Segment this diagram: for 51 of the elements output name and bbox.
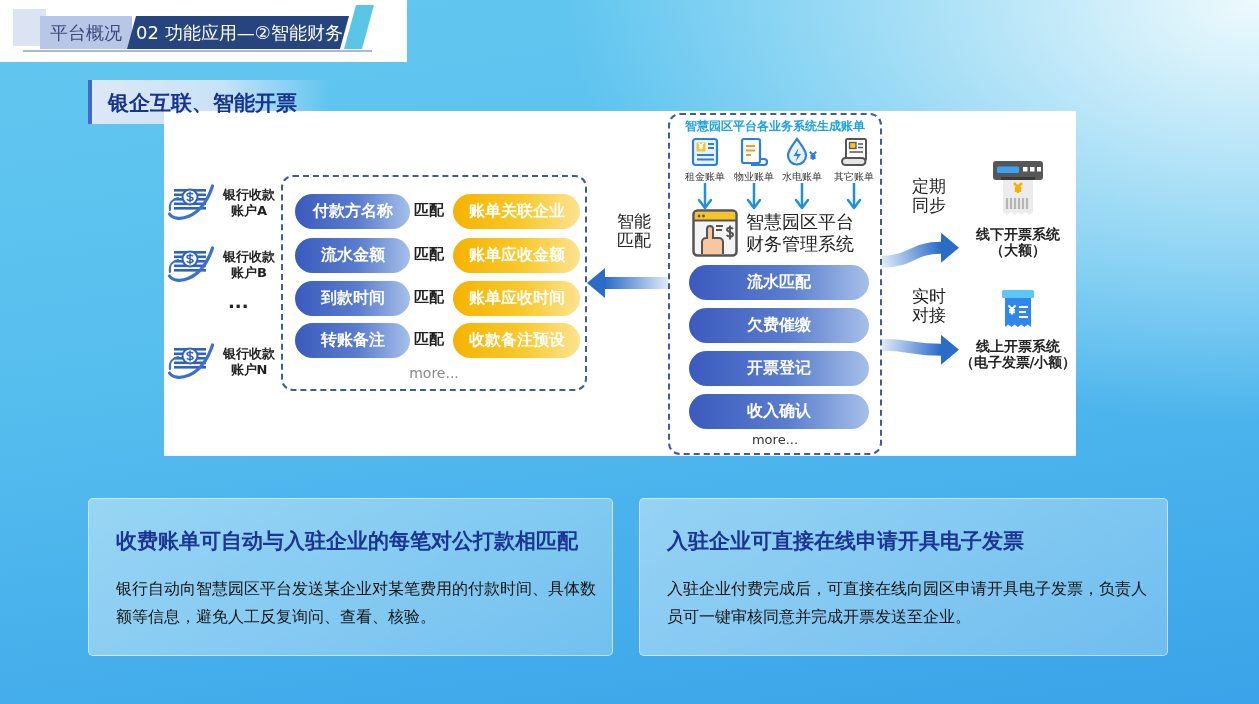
arrow	[881, 334, 959, 365]
card-body: 银行自动向智慧园区平台发送某企业对某笔费用的付款时间、具体数额等信息，避免人工反复询问、查看、核验。	[116, 578, 597, 628]
bill-label: 其它账单	[834, 171, 874, 183]
match-text: 匹配	[414, 200, 444, 220]
system-name: 线上开票系统（电子发票/小额）	[959, 338, 1077, 370]
arrow	[697, 183, 713, 210]
field-pill: 转账备注	[295, 323, 410, 358]
more-text: more...	[409, 365, 459, 381]
field-pill: 到款时间	[295, 281, 410, 316]
account-label: 银行收款账户N	[221, 346, 276, 378]
info-card	[639, 498, 1168, 656]
arrow	[846, 183, 862, 210]
function-pill: 开票登记	[689, 351, 869, 386]
ellipsis-text: ...	[228, 292, 249, 312]
header-tab: 平台概况	[40, 16, 132, 49]
function-pill: 欠费催缴	[689, 308, 869, 343]
arrow	[794, 183, 810, 210]
field-pill: 付款方名称	[295, 194, 410, 229]
function-pill: 流水匹配	[689, 265, 869, 300]
match-text: 匹配	[414, 287, 444, 307]
bill-label: 物业账单	[734, 171, 774, 183]
bill-label: 租金账单	[685, 171, 725, 183]
arrow	[746, 183, 762, 210]
more-text: more...	[751, 432, 799, 448]
bill-label: 水电账单	[782, 171, 822, 183]
edge-label: 智能匹配	[616, 212, 652, 250]
edge-label: 定期同步	[911, 177, 947, 215]
system-name: 智慧园区平台财务管理系统	[746, 211, 855, 255]
edge-label: 实时对接	[911, 287, 947, 325]
function-pill: 收入确认	[689, 394, 869, 429]
arrow	[587, 268, 668, 298]
match-text: 匹配	[414, 329, 444, 349]
field-pill: 账单应收时间	[453, 281, 580, 316]
field-pill: 收款备注预设	[453, 323, 580, 358]
card-body: 入驻企业付费完成后，可直接在线向园区申请开具电子发票，负责人员可一键审核同意并完成开票发送至企业。	[667, 578, 1148, 628]
arrow	[881, 232, 959, 268]
page-title: 银企互联、智能开票	[108, 90, 297, 116]
field-pill: 账单关联企业	[453, 194, 580, 229]
account-label: 银行收款账户A	[221, 187, 276, 219]
match-text: 匹配	[414, 244, 444, 264]
card-heading: 收费账单可自动与入驻企业的每笔对公打款相匹配	[116, 528, 578, 555]
system-name: 线下开票系统（大额）	[975, 226, 1061, 258]
header-tab: 02 功能应用—②智能财务	[127, 16, 349, 49]
group-heading: 智慧园区平台各业务系统生成账单	[685, 119, 865, 133]
field-pill: 账单应收金额	[453, 238, 580, 273]
field-pill: 流水金额	[295, 238, 410, 273]
dashed-frame	[668, 113, 882, 455]
info-card	[88, 498, 613, 656]
card-heading: 入驻企业可直接在线申请开具电子发票	[667, 528, 1024, 555]
dashed-frame	[281, 175, 587, 391]
account-label: 银行收款账户B	[221, 249, 276, 281]
